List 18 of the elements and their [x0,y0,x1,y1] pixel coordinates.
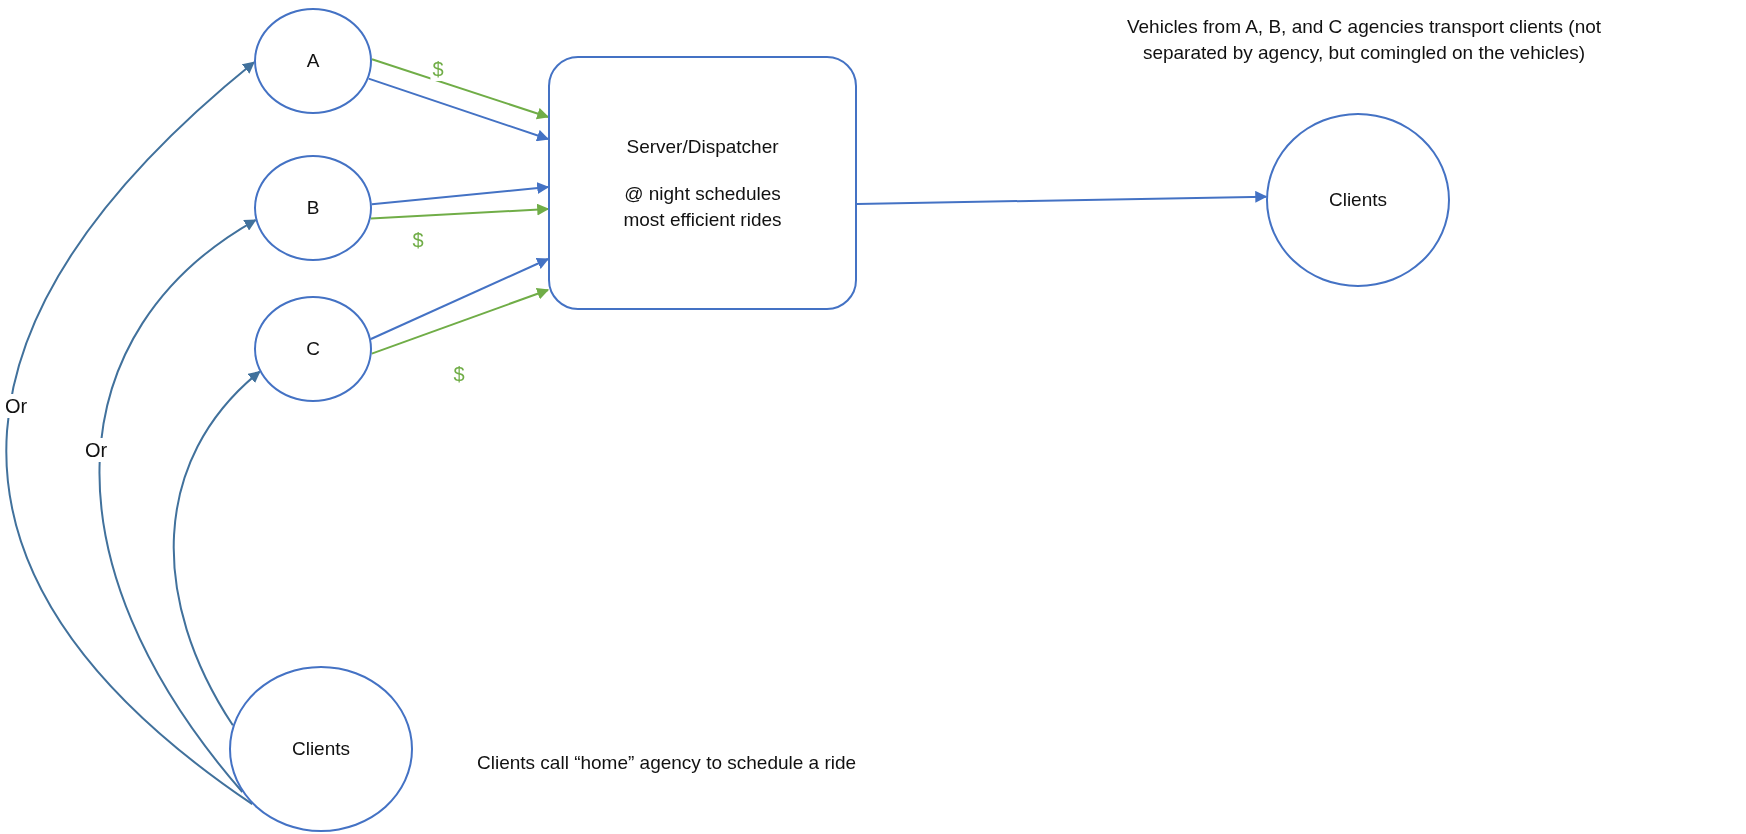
note-text: Vehicles from A, B, and C agencies transport clients (not separated by agency, but comingled on the vehicles) [1125,15,1603,65]
node-label: Server/Dispatcher [626,134,779,159]
arrow [370,58,550,120]
process-box [548,56,857,310]
arrow [369,258,550,340]
arrow [856,190,1268,205]
arrow [367,77,550,142]
node-label: Clients [1328,188,1388,213]
node-label: A [306,49,320,74]
node-label: Clients [291,737,351,762]
arrow [370,182,550,206]
arrow [370,288,550,355]
arrow [369,203,550,220]
note-text: Clients call “home” agency to schedule a ride [477,751,858,775]
node-label: B [306,196,320,221]
arrow [173,370,261,727]
node-label: @ night schedules most efficient rides [622,182,783,232]
node-label: C [306,337,320,362]
